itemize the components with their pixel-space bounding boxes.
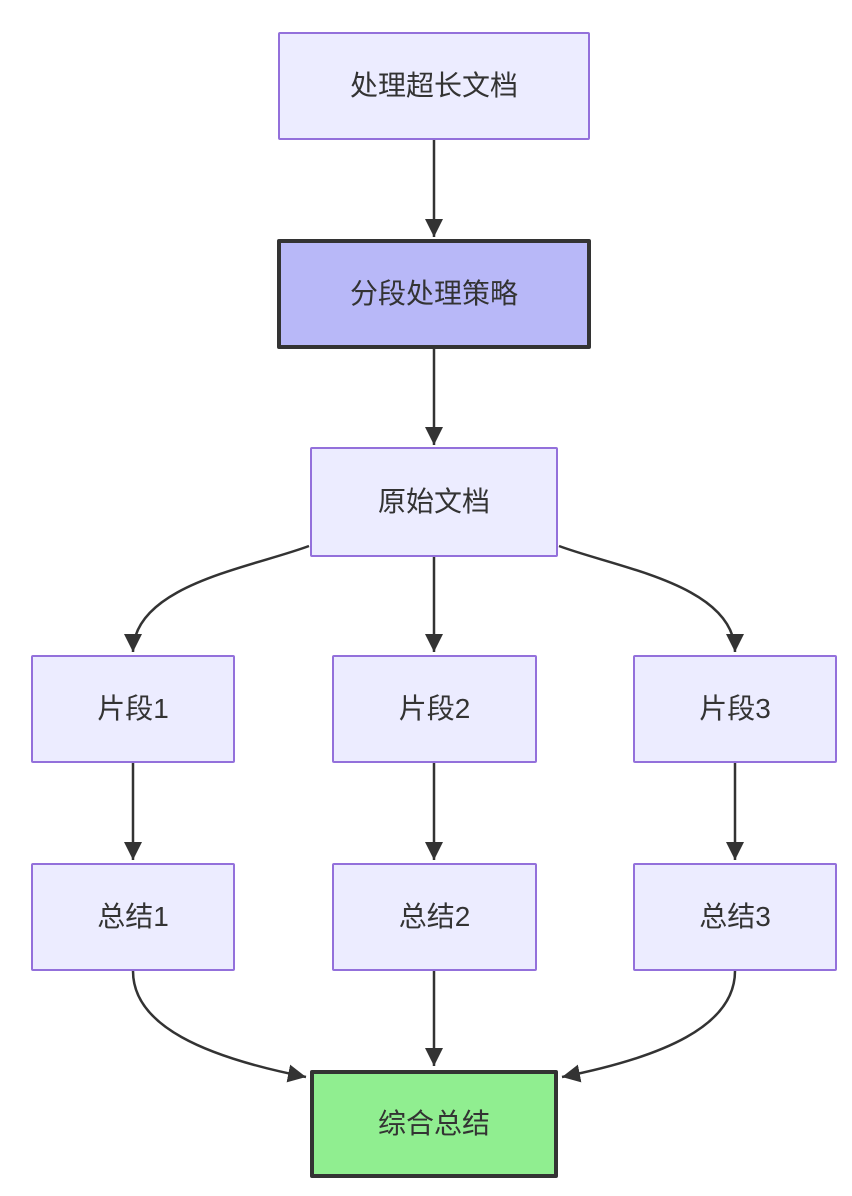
node-original-document: 原始文档: [310, 447, 558, 557]
node-summary-2: 总结2: [332, 863, 537, 971]
node-fragment-2: 片段2: [332, 655, 537, 763]
node-process-long-document: 处理超长文档: [278, 32, 590, 140]
edge-summary3-to-final: [561, 970, 737, 1083]
node-summary-1: 总结1: [31, 863, 235, 971]
node-label: 总结3: [699, 901, 771, 932]
node-fragment-3: 片段3: [633, 655, 837, 763]
node-label: 处理超长文档: [349, 70, 518, 101]
node-label: 片段1: [97, 693, 169, 724]
node-label: 总结2: [398, 901, 471, 932]
node-final-summary: 综合总结: [310, 1070, 558, 1178]
node-summary-3: 总结3: [633, 863, 837, 971]
node-segment-strategy: 分段处理策略: [277, 239, 591, 349]
edge-original-to-fragment3: [558, 544, 744, 653]
edge-summary1-to-final: [131, 970, 307, 1083]
node-label: 分段处理策略: [349, 278, 518, 309]
node-label: 原始文档: [377, 486, 490, 517]
node-label: 综合总结: [377, 1108, 490, 1139]
edge-original-to-fragment1: [124, 544, 310, 653]
node-label: 片段2: [398, 693, 471, 724]
node-label: 总结1: [97, 901, 169, 932]
node-fragment-1: 片段1: [31, 655, 235, 763]
node-label: 片段3: [699, 693, 771, 724]
